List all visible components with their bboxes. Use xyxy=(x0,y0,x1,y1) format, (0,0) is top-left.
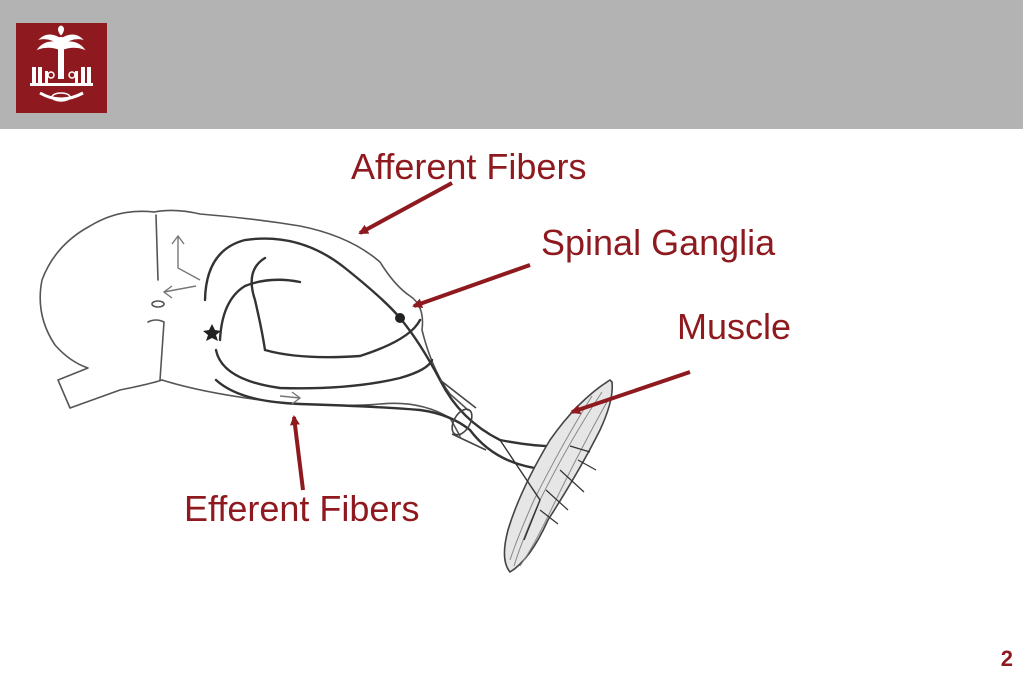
muscle-arrow xyxy=(570,370,691,415)
muscle-label: Muscle xyxy=(677,306,792,347)
muscle-illustration xyxy=(499,378,614,574)
header-bar xyxy=(0,0,1023,129)
nerve-trunk xyxy=(439,379,487,451)
university-logo xyxy=(16,23,107,113)
motor-neuron-star xyxy=(203,324,221,341)
afferent-fibers-label: Afferent Fibers xyxy=(351,146,587,187)
efferent-fibers-label: Efferent Fibers xyxy=(184,488,420,529)
label-arrows xyxy=(290,181,691,491)
efferent-arrow xyxy=(290,415,305,491)
page-number: 2 xyxy=(1000,646,1013,671)
palmetto-seal-icon xyxy=(30,25,93,102)
grey-matter-arrows xyxy=(162,234,302,405)
afferent-arrow xyxy=(358,181,453,235)
spinal-ganglia-label: Spinal Ganglia xyxy=(541,222,776,263)
spinal-ganglia-arrow xyxy=(412,263,531,309)
ganglion-dot xyxy=(395,313,405,323)
